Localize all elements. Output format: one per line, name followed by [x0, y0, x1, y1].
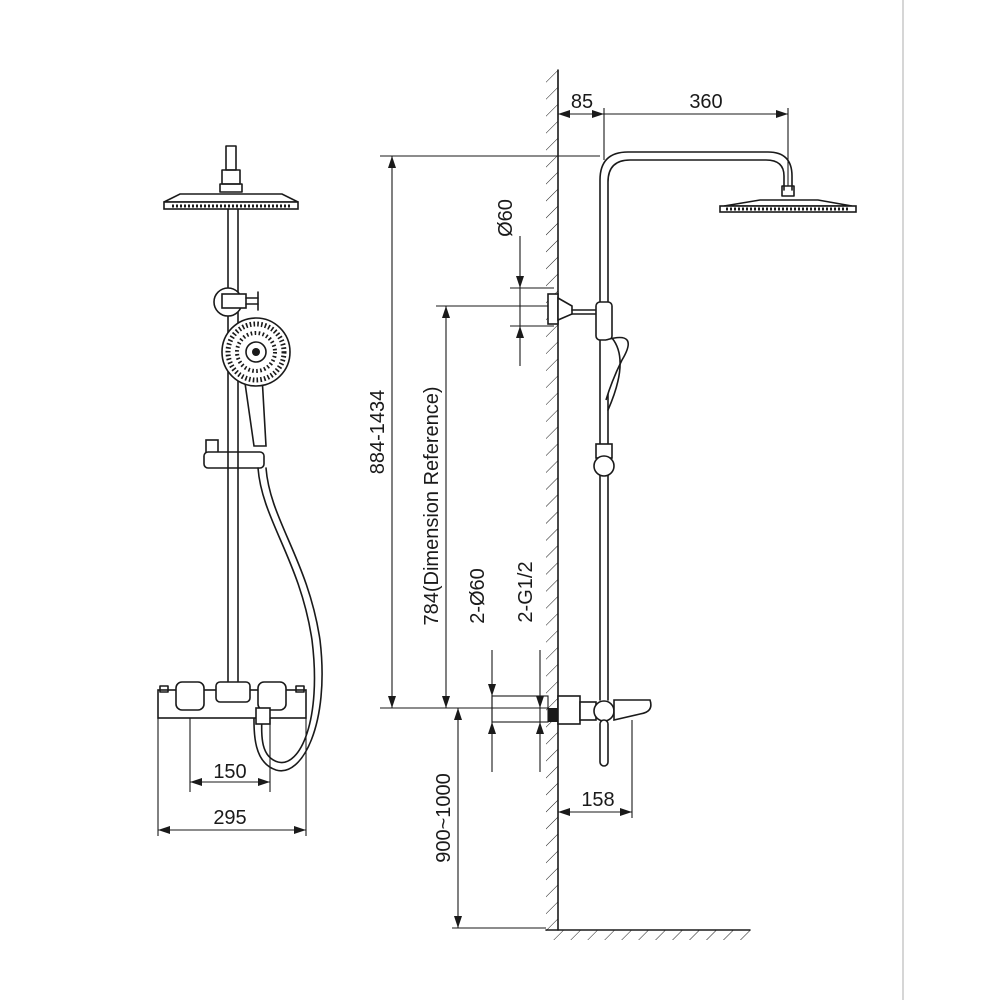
- side-riser-and-arm: [599, 151, 793, 701]
- slide-holder: [203, 439, 265, 469]
- dimension-flange-diameter: Ø60: [495, 199, 554, 366]
- dimension-label-mixer-height: 900~1000: [433, 773, 455, 863]
- side-view: 85 360 Ø60 884-1434: [367, 69, 857, 940]
- dimension-inlet-flanges: 2-Ø60: [467, 568, 549, 772]
- side-hand-shower: [605, 336, 629, 411]
- dimension-85: 85: [557, 70, 605, 160]
- dimension-label-295: 295: [213, 807, 246, 829]
- overhead-rain-head: [163, 193, 299, 210]
- thermostatic-mixer: [157, 681, 307, 725]
- dimension-label-flange-diameter: Ø60: [495, 199, 517, 237]
- riser-pipe: [227, 208, 239, 683]
- front-view: 150 295: [157, 145, 323, 836]
- side-wall-bracket: [547, 293, 613, 341]
- dimension-360: 360: [604, 91, 789, 186]
- dimension-label-inlet-threads: 2-G1/2: [515, 561, 537, 622]
- overhead-shower-connector: [219, 145, 243, 193]
- dimension-label-85: 85: [571, 91, 593, 113]
- side-mixer: [548, 695, 652, 767]
- dimension-total-height: 884-1434: [367, 155, 600, 709]
- dimension-label-total-height: 884-1434: [367, 390, 389, 475]
- hand-shower: [221, 317, 291, 447]
- dimension-mixer-height: 900~1000: [433, 708, 546, 929]
- side-slide-knob: [593, 443, 615, 477]
- dimension-label-150: 150: [213, 761, 246, 783]
- dimension-295: 295: [157, 718, 307, 836]
- dimension-label-spout-projection: 158: [581, 789, 614, 811]
- shower-hose: [253, 467, 323, 772]
- dimension-label-inlet-flanges: 2-Ø60: [467, 568, 489, 624]
- dimension-spout-projection: 158: [558, 720, 633, 818]
- dimension-reference-height: 784(Dimension Reference): [421, 305, 548, 708]
- wall-bracket: [213, 287, 259, 317]
- dimension-label-360: 360: [689, 91, 722, 113]
- dimension-inlet-threads: 2-G1/2: [515, 561, 544, 772]
- wall-section: [545, 69, 751, 940]
- dimension-label-reference-height: 784(Dimension Reference): [421, 386, 443, 625]
- side-rain-head: [719, 185, 857, 213]
- dimension-150: 150: [189, 718, 271, 792]
